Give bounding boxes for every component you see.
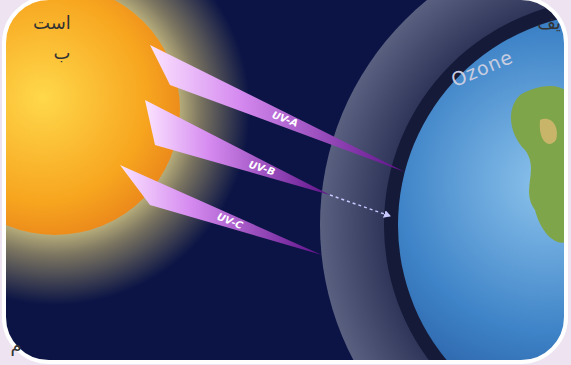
page-text-fragment: م xyxy=(10,335,21,356)
page-text-fragment: است xyxy=(33,12,71,33)
page-text-fragment: یف xyxy=(537,12,561,33)
page-text-fragment: ب xyxy=(54,42,71,63)
